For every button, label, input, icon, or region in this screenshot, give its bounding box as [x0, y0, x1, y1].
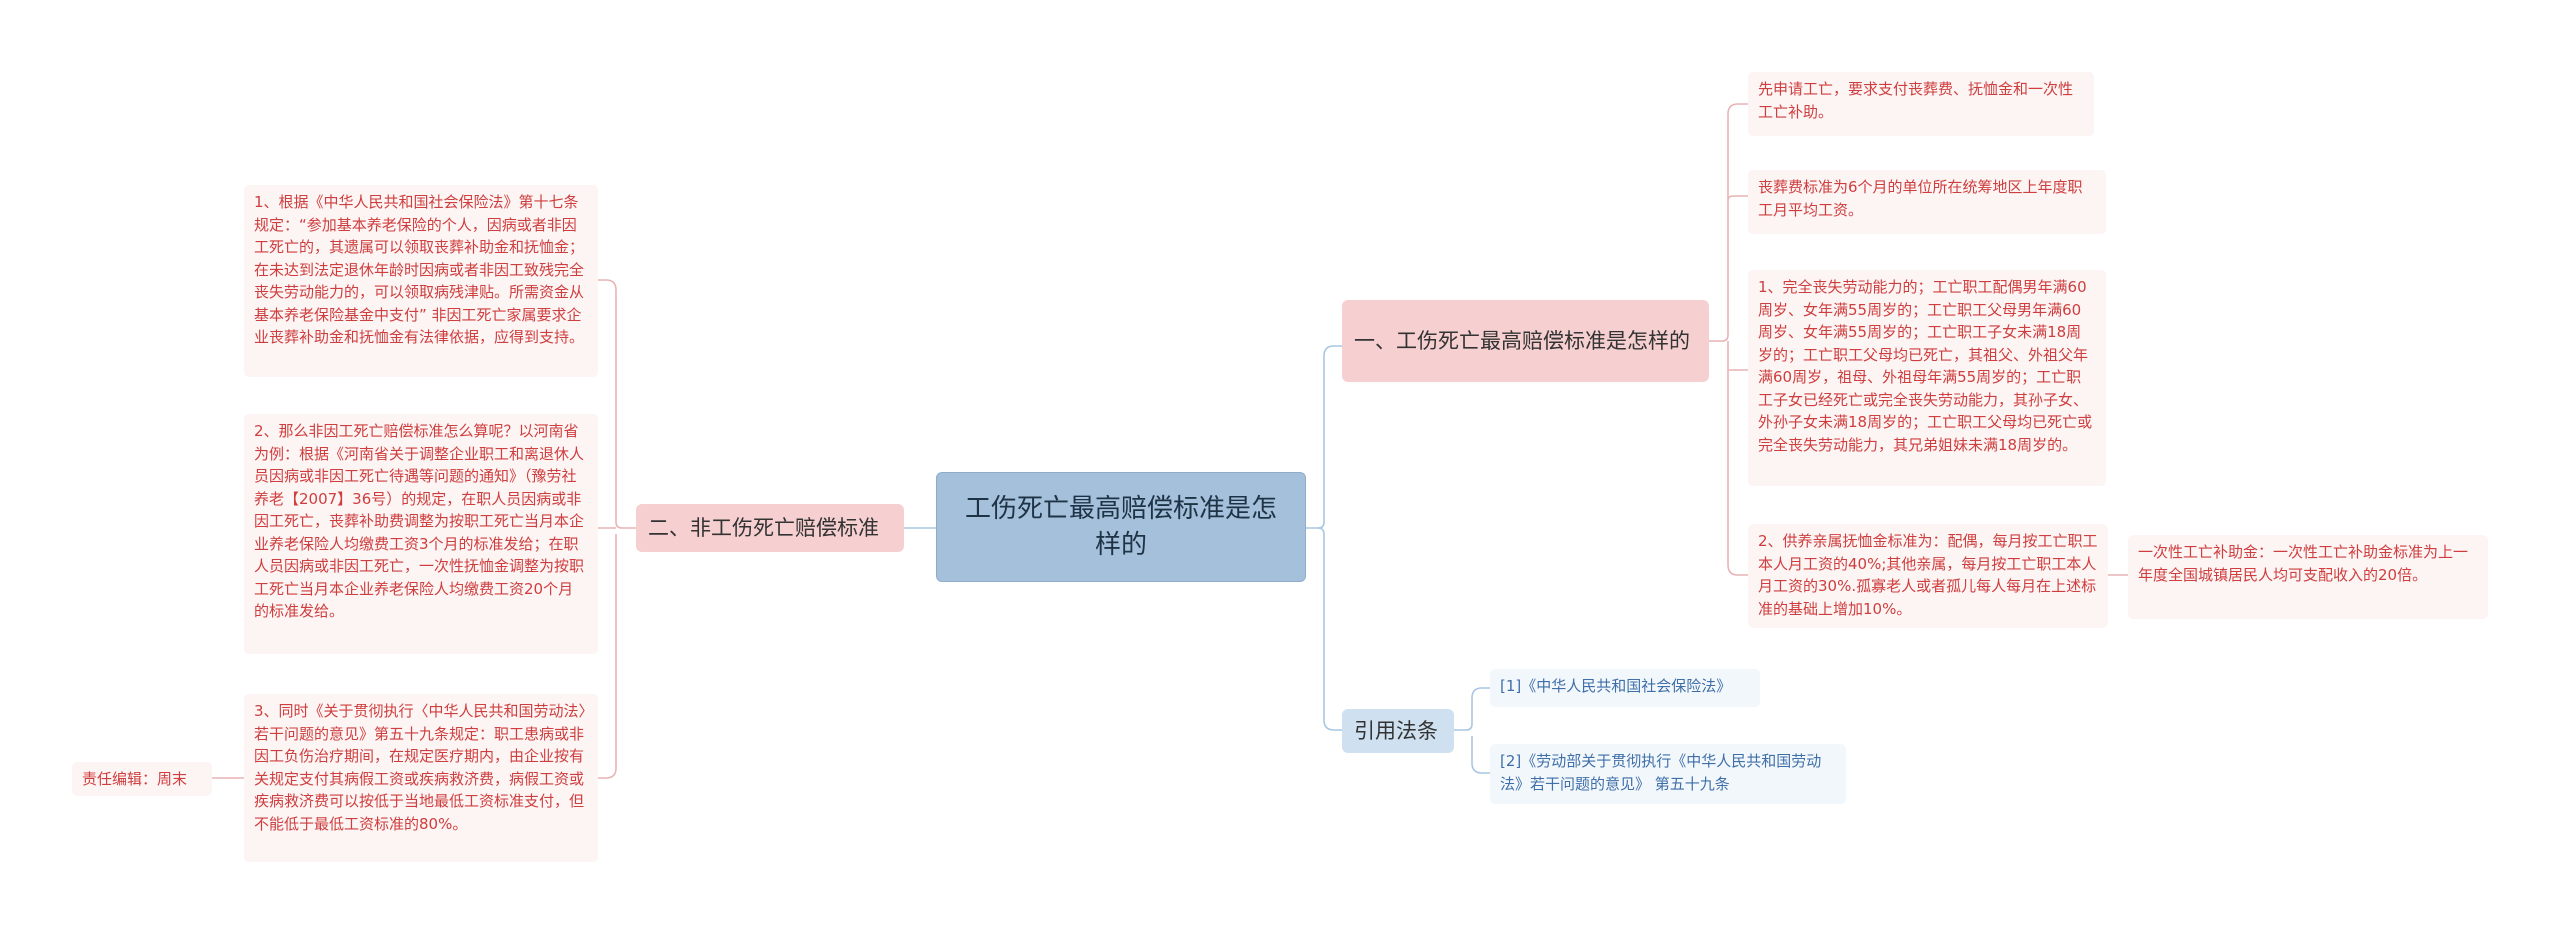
leaf-apply-work-death[interactable]: 先申请工亡，要求支付丧葬费、抚恤金和一次性工亡补助。	[1748, 72, 2094, 136]
root-topic[interactable]: 工伤死亡最高赔偿标准是怎样的	[936, 472, 1306, 582]
reference-labor-law-opinion[interactable]: [2]《劳动部关于贯彻执行《中华人民共和国劳动法》若干问题的意见》 第五十九条	[1490, 744, 1846, 804]
leaf-social-insurance-article[interactable]: 1、根据《中华人民共和国社会保险法》第十七条规定：“参加基本养老保险的个人，因病…	[244, 185, 598, 377]
leaf-editor[interactable]: 责任编辑：周末	[72, 762, 212, 796]
leaf-funeral-allowance[interactable]: 丧葬费标准为6个月的单位所在统筹地区上年度职工月平均工资。	[1748, 170, 2106, 234]
editor-text: 责任编辑：周末	[82, 770, 188, 788]
branch-non-work-death[interactable]: 二、非工伤死亡赔偿标准	[636, 504, 904, 552]
leaf-lump-sum-subsidy[interactable]: 一次性工亡补助金：一次性工亡补助金标准为上一年度全国城镇居民人均可支配收入的20…	[2128, 535, 2488, 619]
link-branch1-items	[1709, 103, 1748, 576]
leaf-henan-example[interactable]: 2、那么非因工死亡赔偿标准怎么算呢？以河南省为例：根据《河南省关于调整企业职工和…	[244, 414, 598, 654]
branch-references[interactable]: 引用法条	[1342, 709, 1454, 753]
link-references-items	[1454, 687, 1490, 774]
reference-social-insurance-law[interactable]: [1]《中华人民共和国社会保险法》	[1490, 669, 1760, 707]
reference-2-text: [2]《劳动部关于贯彻执行《中华人民共和国劳动法》若干问题的意见》 第五十九条	[1500, 752, 1822, 793]
link-leftbranch-items	[598, 279, 636, 779]
leaf-article-17-text: 1、根据《中华人民共和国社会保险法》第十七条规定：“参加基本养老保险的个人，因病…	[254, 193, 585, 346]
leaf-henan-text: 2、那么非因工死亡赔偿标准怎么算呢？以河南省为例：根据《河南省关于调整企业职工和…	[254, 422, 585, 620]
leaf-article-59-text: 3、同时《关于贯彻执行〈中华人民共和国劳动法〉若干问题的意见》第五十九条规定：职…	[254, 702, 587, 833]
leaf-lump-sum-text: 一次性工亡补助金：一次性工亡补助金标准为上一年度全国城镇居民人均可支配收入的20…	[2138, 543, 2469, 584]
branch-compensation-label: 一、工伤死亡最高赔偿标准是怎样的	[1354, 328, 1690, 353]
leaf-article-59[interactable]: 3、同时《关于贯彻执行〈中华人民共和国劳动法〉若干问题的意见》第五十九条规定：职…	[244, 694, 598, 862]
leaf-dependent-text: 1、完全丧失劳动能力的；工亡职工配偶男年满60周岁、女年满55周岁的；工亡职工父…	[1758, 278, 2093, 454]
link-root-references	[1317, 527, 1342, 731]
leaf-pension-standard[interactable]: 2、供养亲属抚恤金标准为：配偶，每月按工亡职工本人月工资的40%;其他亲属，每月…	[1748, 524, 2108, 628]
leaf-funeral-text: 丧葬费标准为6个月的单位所在统筹地区上年度职工月平均工资。	[1758, 178, 2083, 219]
reference-1-text: [1]《中华人民共和国社会保险法》	[1500, 677, 1732, 695]
root-title: 工伤死亡最高赔偿标准是怎样的	[964, 493, 1277, 560]
leaf-apply-text: 先申请工亡，要求支付丧葬费、抚恤金和一次性工亡补助。	[1758, 80, 2074, 121]
leaf-pension-text: 2、供养亲属抚恤金标准为：配偶，每月按工亡职工本人月工资的40%;其他亲属，每月…	[1758, 532, 2098, 618]
branch-compensation-standard[interactable]: 一、工伤死亡最高赔偿标准是怎样的	[1342, 300, 1709, 382]
link-root-branch1	[1306, 345, 1342, 529]
leaf-dependent-conditions[interactable]: 1、完全丧失劳动能力的；工亡职工配偶男年满60周岁、女年满55周岁的；工亡职工父…	[1748, 270, 2106, 486]
branch-references-label: 引用法条	[1354, 718, 1438, 743]
branch-non-work-label: 二、非工伤死亡赔偿标准	[648, 515, 879, 540]
